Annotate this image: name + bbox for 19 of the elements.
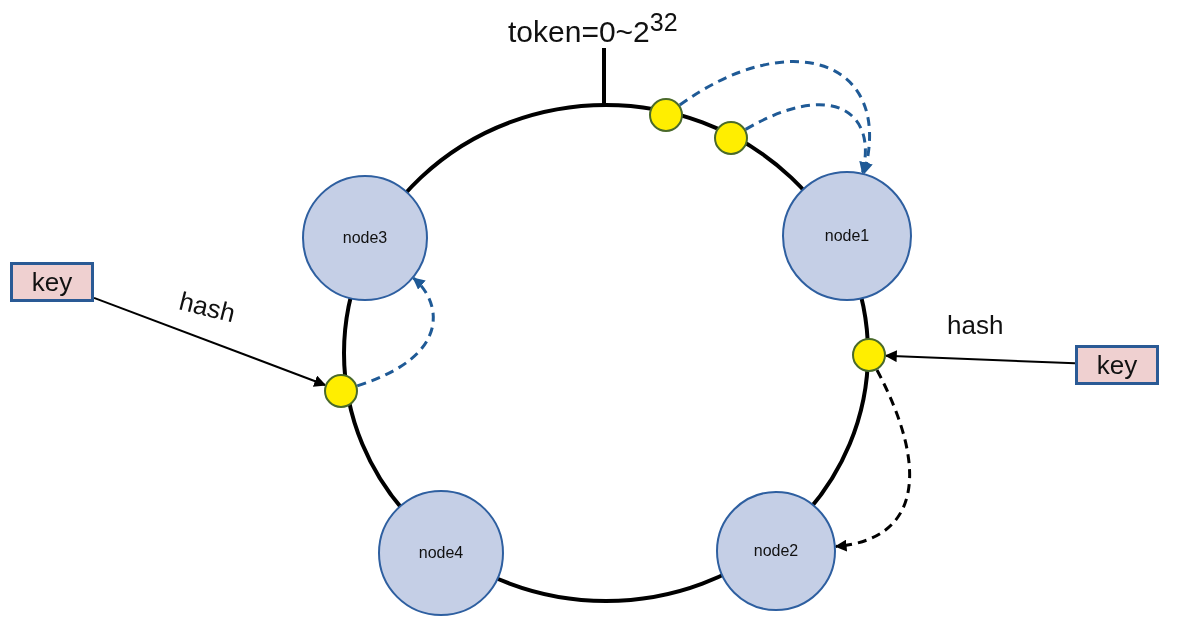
arrow bbox=[884, 350, 1076, 365]
node-label: node4 bbox=[418, 544, 464, 562]
token-range-label: token=0~2$^{32}$ bbox=[508, 8, 678, 49]
arrow bbox=[93, 296, 327, 387]
arrow bbox=[834, 369, 912, 551]
key-label: key bbox=[31, 266, 73, 298]
hash-point-marker bbox=[649, 98, 683, 132]
arrow bbox=[744, 103, 871, 175]
hash-point-marker bbox=[852, 338, 886, 372]
key-label: key bbox=[1096, 349, 1138, 381]
key-box bbox=[1075, 345, 1159, 385]
hash-point-marker bbox=[324, 374, 358, 408]
node-label: node1 bbox=[824, 227, 870, 245]
node-label: node3 bbox=[342, 229, 388, 247]
hash-point-marker bbox=[714, 121, 748, 155]
arrow bbox=[356, 277, 435, 388]
arrow bbox=[678, 60, 872, 175]
node-label: node2 bbox=[753, 542, 799, 560]
key-box bbox=[10, 262, 94, 302]
